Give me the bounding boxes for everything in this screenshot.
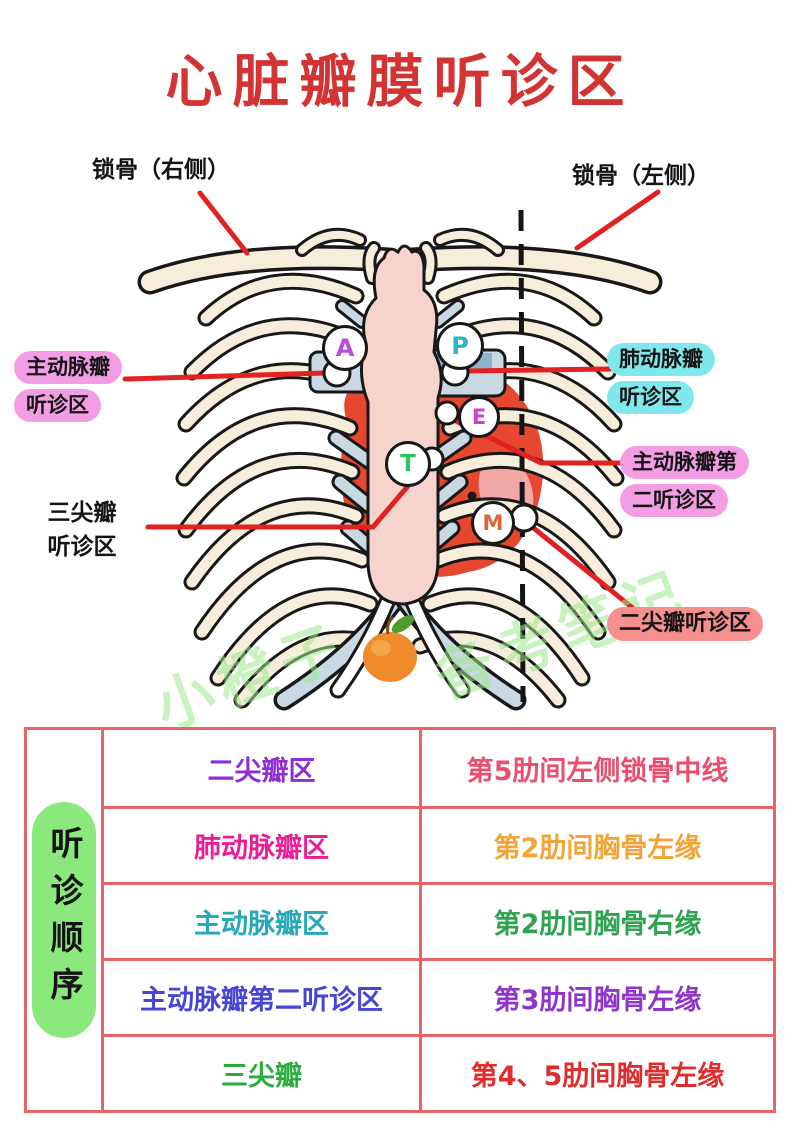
aortic-area-label-line2: 听诊区	[14, 389, 101, 423]
point-letter-T: T	[385, 441, 431, 487]
mitral-area-label: 二尖瓣听诊区	[607, 607, 764, 642]
table-cell-location-tricuspid: 第4、5肋间胸骨左缘	[419, 1034, 773, 1110]
clavicle-right-label: 锁骨（右侧）	[92, 157, 230, 183]
table-cell-area-tricuspid: 三尖瓣	[101, 1034, 419, 1110]
table-cell-area-aortic-second: 主动脉瓣第二听诊区	[101, 958, 419, 1034]
pointer-line-clavicle-right	[197, 190, 250, 256]
area-name: 主动脉瓣区	[194, 909, 329, 940]
area-location: 第2肋间胸骨右缘	[493, 909, 702, 940]
ribs-left-side	[393, 227, 663, 711]
rib-band	[200, 275, 362, 324]
aortic-second-point-marker	[434, 400, 460, 426]
cartilage-band	[330, 432, 376, 468]
sternum-leaf	[332, 594, 394, 696]
point-letter-P: P	[436, 322, 484, 370]
area-location: 第4、5肋间胸骨左缘	[470, 1061, 725, 1092]
tricuspid-label-line2: 听诊区	[47, 534, 117, 560]
tricuspid-label-line1: 三尖瓣	[47, 500, 117, 526]
rib-band	[424, 590, 588, 684]
rib-band	[186, 500, 362, 588]
table-cell-location-mitral: 第5肋间左侧锁骨中线	[419, 730, 773, 806]
aortic-second-area-label-line1: 主动脉瓣第	[620, 446, 749, 480]
clavicle-bone	[403, 248, 659, 291]
pointer-line-aortic	[122, 370, 328, 382]
clavicle-bone	[141, 248, 397, 291]
table-cell-location-aortic: 第2肋间胸骨右缘	[419, 882, 773, 958]
auscultation-order-table: 听诊顺序 二尖瓣区 第5肋间左侧锁骨中线 肺动脉瓣区 第2肋间胸骨左缘 主动脉瓣…	[24, 727, 776, 1113]
rib-band	[178, 410, 356, 484]
mitral-point-marker	[509, 503, 539, 533]
aorta-vessel-column	[360, 244, 443, 606]
first-rib	[422, 244, 435, 282]
sternum-leaf	[406, 594, 468, 696]
pointer-line-pulmonary	[465, 366, 613, 374]
point-letter-A: A	[322, 325, 368, 371]
page-title: 心脏瓣膜听诊区	[165, 49, 635, 115]
pulmonary-area-label-line1: 肺动脉瓣	[607, 343, 715, 377]
table-cell-location-pulmonary: 第2肋间胸骨左缘	[419, 806, 773, 882]
ribs-right-side	[137, 227, 407, 711]
orange-emoji	[363, 615, 417, 682]
area-name: 主动脉瓣第二听诊区	[140, 985, 383, 1016]
cartilage-band	[434, 302, 462, 326]
table-cell-area-mitral: 二尖瓣区	[101, 730, 419, 806]
tricuspid-area-label: 三尖瓣 听诊区	[34, 496, 130, 564]
first-rib	[365, 244, 378, 282]
rib-band	[442, 454, 620, 536]
cartilage-band	[338, 302, 366, 326]
area-location: 第5肋间左侧锁骨中线	[466, 755, 729, 787]
table-row-header-cell: 听诊顺序	[27, 730, 101, 1110]
row-header-pill: 听诊顺序	[32, 802, 96, 1038]
rib-band	[438, 275, 600, 324]
point-letter-E: E	[458, 396, 500, 438]
rib-band	[212, 590, 376, 684]
point-letter-M: M	[471, 501, 515, 545]
table-cell-area-pulmonary: 肺动脉瓣区	[101, 806, 419, 882]
aortic-second-area-label-line2: 二听诊区	[620, 484, 728, 518]
shoulder-bone	[436, 230, 502, 254]
rib-band	[196, 545, 368, 638]
rib-band	[180, 454, 358, 536]
pointer-line-mitral	[528, 523, 652, 624]
apex-dot	[467, 491, 477, 501]
area-name: 三尖瓣	[221, 1061, 302, 1092]
table-cell-area-aortic: 主动脉瓣区	[101, 882, 419, 958]
area-name: 二尖瓣区	[207, 755, 316, 787]
aortic-area-label-line1: 主动脉瓣	[14, 351, 122, 385]
clavicle-left-label: 锁骨（左侧）	[572, 163, 710, 189]
shoulder-bone	[298, 230, 364, 254]
table-cell-location-aortic-second: 第3肋间胸骨左缘	[419, 958, 773, 1034]
area-name: 肺动脉瓣区	[194, 833, 329, 864]
area-location: 第2肋间胸骨左缘	[493, 833, 702, 864]
area-location: 第3肋间胸骨左缘	[493, 985, 702, 1016]
pointer-line-clavicle-left	[574, 189, 661, 251]
pulmonary-area-label-line2: 听诊区	[607, 381, 694, 415]
